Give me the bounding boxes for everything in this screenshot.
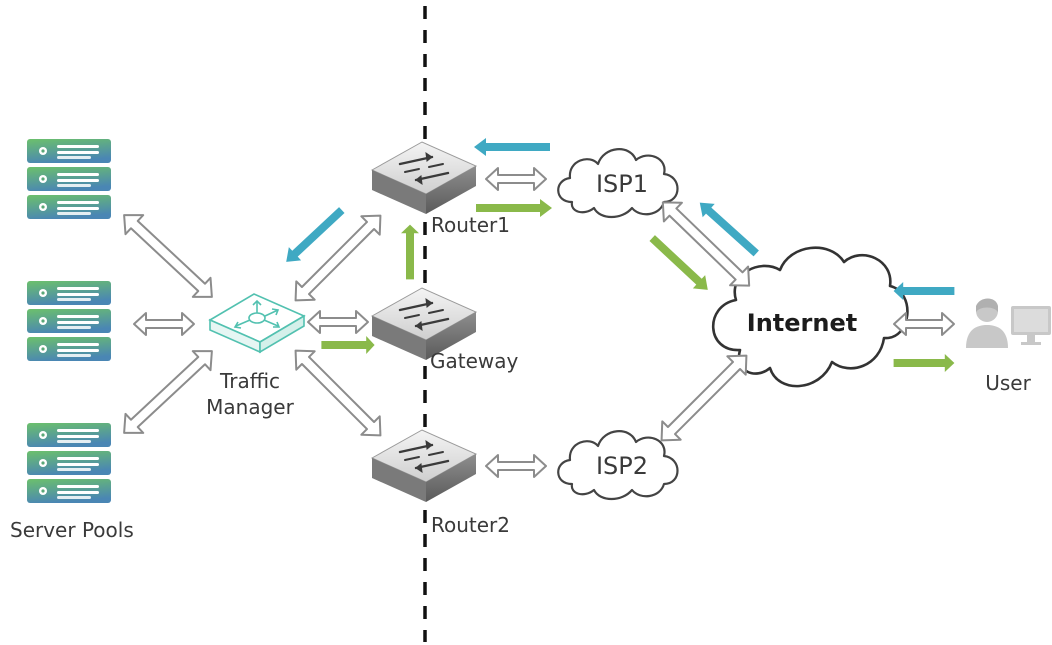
isp2-cloud: ISP2 — [557, 430, 679, 501]
network-switch-icon — [370, 140, 478, 216]
server-rack-icon — [27, 309, 111, 333]
server-rack-icon — [27, 281, 111, 305]
isp2-label: ISP2 — [596, 452, 648, 480]
link-arrow — [485, 167, 547, 191]
internet-cloud: Internet — [711, 246, 909, 388]
monitor-icon — [1011, 306, 1051, 345]
network-switch-icon — [370, 428, 478, 504]
link-arrow — [285, 205, 391, 311]
response-flow-arrow — [893, 282, 955, 300]
server-rack-icon — [27, 337, 111, 361]
internet-label: Internet — [747, 309, 857, 337]
traffic-manager-label-line1: Traffic — [219, 369, 280, 393]
server-pool-1 — [27, 139, 111, 219]
server-rack-icon — [27, 139, 111, 163]
server-rack-icon — [27, 479, 111, 503]
link-arrow — [114, 340, 222, 444]
router1-label: Router1 — [431, 213, 510, 237]
server-pool-3 — [27, 423, 111, 503]
link-arrow — [307, 310, 369, 334]
link-arrow — [485, 454, 547, 478]
request-flow-arrow — [893, 354, 955, 372]
user-icon — [966, 298, 1008, 348]
server-rack-icon — [27, 195, 111, 219]
gateway-label: Gateway — [430, 349, 519, 373]
traffic-manager-label-line2: Manager — [206, 395, 294, 419]
request-flow-arrow — [401, 224, 419, 280]
server-rack-icon — [27, 167, 111, 191]
request-flow-arrow — [321, 336, 375, 354]
link-arrow — [651, 345, 757, 451]
isp1-label: ISP1 — [596, 170, 648, 198]
server-rack-icon — [27, 423, 111, 447]
link-arrow — [133, 312, 195, 336]
server-rack-icon — [27, 451, 111, 475]
response-flow-arrow — [474, 138, 550, 156]
isp1-cloud: ISP1 — [557, 148, 679, 219]
link-arrow — [114, 204, 222, 308]
link-arrow — [285, 340, 391, 446]
server-pools-label: Server Pools — [10, 518, 134, 542]
response-flow-arrow — [693, 195, 763, 261]
server-pool-2 — [27, 281, 111, 361]
router2-label: Router2 — [431, 513, 510, 537]
load-balancer-icon — [208, 293, 306, 354]
user-label: User — [985, 371, 1031, 395]
link-arrow — [893, 312, 955, 336]
